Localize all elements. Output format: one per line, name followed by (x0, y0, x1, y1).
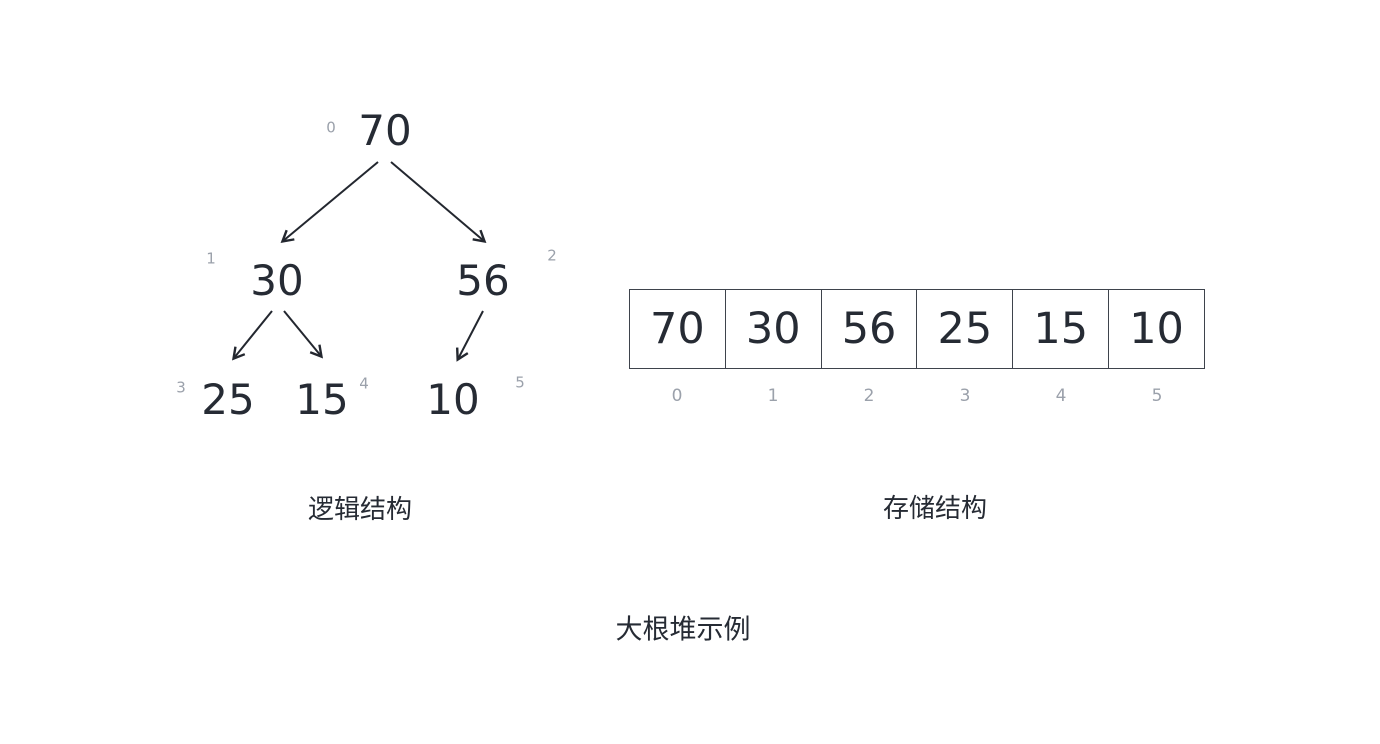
tree-label: 逻辑结构 (307, 495, 413, 525)
tree-node-value: 15 (295, 375, 349, 424)
tree-edge (283, 310, 324, 359)
tree-node-index: 5 (515, 373, 525, 392)
array-cell: 30 (726, 290, 822, 368)
tree-node-value: 70 (358, 106, 412, 155)
tree-node-index: 1 (206, 249, 216, 268)
array-cell: 25 (917, 290, 1014, 368)
tree-node-index: 3 (176, 378, 186, 397)
array-cell: 70 (630, 290, 726, 368)
array-cell-index: 4 (1055, 386, 1067, 406)
tree-node-index: 4 (359, 374, 369, 393)
tree-node-value: 30 (250, 256, 304, 305)
array-cell: 56 (822, 290, 918, 368)
tree-node-value: 10 (426, 375, 480, 424)
tree-node-value: 25 (201, 375, 255, 424)
diagram-caption: 大根堆示例 (615, 614, 751, 646)
tree-node-index: 2 (547, 246, 557, 265)
tree-node-value: 56 (456, 256, 510, 305)
tree-edge (455, 310, 484, 362)
tree-edge (280, 161, 379, 244)
array-cell: 10 (1129, 303, 1184, 354)
array-cell-index: 3 (959, 386, 971, 406)
tree-edge (390, 161, 487, 244)
array-cell-index: 5 (1151, 386, 1163, 406)
array-cell: 15 (1013, 290, 1110, 368)
array-box: 70 30 56 25 15 10 (629, 289, 1205, 369)
array-label: 存储结构 (882, 494, 988, 524)
array-cell-index: 2 (863, 386, 875, 406)
array-cell-index: 0 (671, 386, 683, 406)
array-index-row: 0 1 2 3 4 5 (629, 388, 1205, 405)
tree-edge (232, 310, 273, 361)
array-cell-index: 1 (767, 386, 779, 406)
tree-node-index: 0 (326, 118, 336, 137)
